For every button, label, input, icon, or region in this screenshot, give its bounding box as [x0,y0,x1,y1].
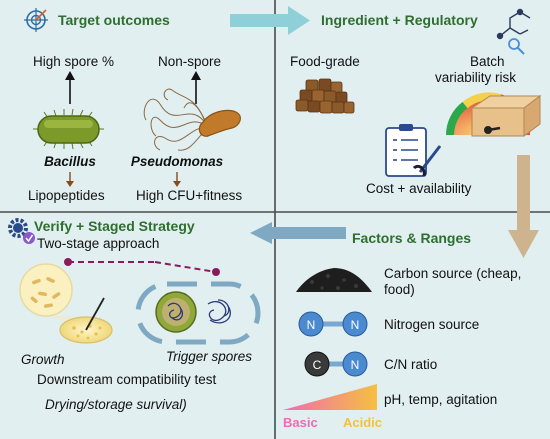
checklist-icon [385,124,442,177]
gear-check-icon [8,218,35,244]
panel-title-factors-ranges: Factors & Ranges [352,230,471,246]
label-lipopeptides: Lipopeptides [28,188,105,203]
panel-factors-ranges: Factors & Ranges Carbon source (cheap, f… [283,230,521,430]
carbon-pile-icon [296,268,372,292]
up-arrow-right [191,71,201,104]
panel-title-verify: Verify + Staged Strategy [34,218,195,234]
gauge-icon [446,92,542,137]
panel-verify-staged: Verify + Staged Strategy Two-stage appro… [8,218,261,412]
label-high-cfu: High CFU+fitness [136,188,242,203]
label-cn-ratio: C/N ratio [384,357,437,372]
label-batch-line2: variability risk [435,70,516,85]
label-pseudomonas: Pseudomonas [131,154,224,169]
label-basic: Basic [283,415,318,430]
stage-connector [64,258,220,276]
down-arrow-right [173,172,181,187]
down-arrow-left [66,172,74,187]
nitrogen-molecule-icon: N N [298,311,368,337]
label-nitrogen: Nitrogen source [384,317,479,332]
flow-arrow-left [250,222,346,244]
up-arrow-left [65,71,75,104]
panel-title-target-outcomes: Target outcomes [58,12,170,28]
label-growth: Growth [21,352,65,367]
pseudomonas-bacterium-icon [143,88,241,151]
label-carbon-line1: Carbon source (cheap, [384,266,521,281]
atom-n-right: N [351,318,360,332]
cn-molecule-icon: C N [304,351,368,377]
atom-c: C [313,358,322,372]
panel-title-ingredient-regulatory: Ingredient + Regulatory [321,12,478,28]
growth-culture-icon [19,263,113,344]
bacillus-bacterium-icon [33,108,104,150]
label-high-spore: High spore % [33,54,114,69]
label-carbon-line2: food) [384,282,415,297]
label-cost-availability: Cost + availability [366,181,472,196]
label-drying: Drying/storage survival) [45,397,187,412]
panel-target-outcomes: Target outcomes High spore % Non-spore [24,8,242,203]
flow-arrow-right [508,155,539,258]
label-food-grade: Food-grade [290,54,360,69]
label-bacillus: Bacillus [44,154,96,169]
molecule-icon [496,8,531,55]
food-grade-pellets-icon [295,78,355,114]
atom-n-left: N [307,318,316,332]
gradient-bar-icon [283,384,377,410]
label-batch-line1: Batch [470,54,505,69]
label-two-stage: Two-stage approach [37,236,159,251]
label-downstream: Downstream compatibility test [37,372,217,387]
target-icon [24,8,48,32]
label-ph-temp: pH, temp, agitation [384,392,497,407]
label-trigger-spores: Trigger spores [166,349,252,364]
panel-ingredient-regulatory: Ingredient + Regulatory Food-grade Batch… [290,8,542,196]
label-non-spore: Non-spore [158,54,221,69]
flow-arrow-top [230,6,310,35]
trigger-spores-icon [135,281,261,345]
atom-n: N [351,358,360,372]
label-acidic: Acidic [343,415,382,430]
